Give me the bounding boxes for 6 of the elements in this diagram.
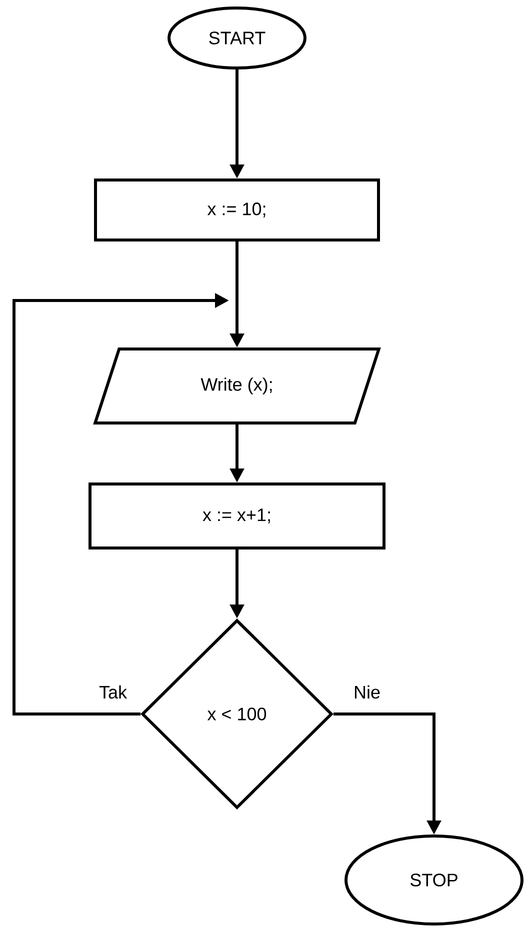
terminal-oval: START	[168, 6, 306, 70]
terminal-oval: STOP	[344, 834, 524, 926]
process-box: x := x+1;	[88, 482, 386, 550]
edge-label: Tak	[98, 684, 128, 700]
process-box: x := 10;	[94, 178, 380, 242]
edge-label: Nie	[352, 684, 382, 700]
